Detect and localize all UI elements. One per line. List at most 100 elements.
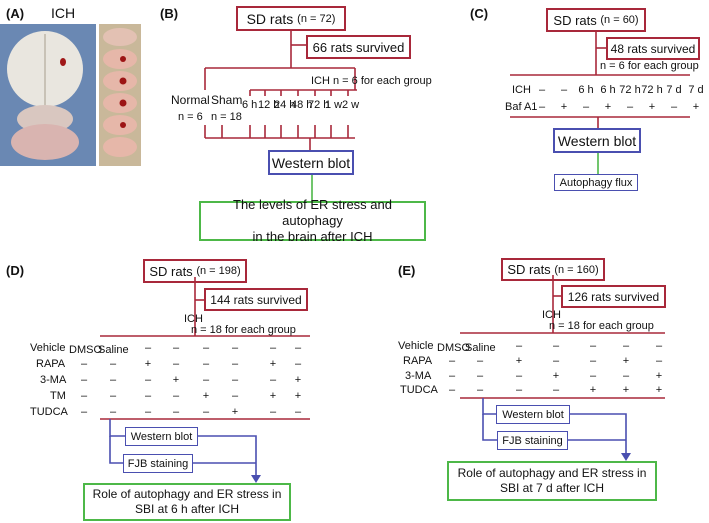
panel-b-label: (B) — [160, 6, 179, 21]
panel-d-rapa-7: + — [269, 358, 277, 370]
panel-c-baf-1: – — [538, 101, 546, 113]
panel-c-row-baf: Baf A1 — [505, 101, 538, 113]
panel-c-survived: 48 rats survived — [610, 41, 696, 56]
panel-d-row-rapa: RAPA — [36, 358, 66, 370]
panel-d-assay2: FJB staining — [127, 457, 189, 470]
panel-c-baf-4: + — [604, 101, 612, 113]
panel-e-result-box: Role of autophagy and ER stress in SBI a… — [447, 461, 657, 501]
panel-e-row-3ma: 3-MA — [405, 370, 432, 382]
panel-d-vehicle-6: – — [231, 342, 239, 354]
panel-c-sd-n: (n = 60) — [600, 14, 639, 26]
panel-e-tudca-1: – — [448, 384, 456, 396]
panel-e-3ma-6: – — [622, 370, 630, 382]
panel-e-rapa-1: – — [448, 355, 456, 367]
panel-d-sd-n: (n = 198) — [196, 265, 241, 277]
panel-d-tm-7: + — [269, 390, 277, 402]
panel-d-rapa-8: – — [294, 358, 302, 370]
panel-d-row-3ma: 3-MA — [40, 374, 67, 386]
panel-d-tudca-5: – — [202, 406, 210, 418]
panel-c-ich-7: 7 d — [666, 84, 682, 96]
panel-d-3ma-4: + — [172, 374, 180, 386]
panel-e-vehicle-1: DMSO — [437, 342, 470, 354]
panel-d-tudca-1: – — [80, 406, 88, 418]
panel-c-ich-5: 72 h — [619, 84, 641, 96]
panel-b-assay: Western blot — [271, 154, 351, 171]
panel-b-sd-rats: SD rats — [246, 10, 294, 27]
panel-e-3ma-7: + — [655, 370, 663, 382]
panel-e-sd-rats: SD rats — [507, 262, 551, 277]
panel-d-result-box: Role of autophagy and ER stress in SBI a… — [83, 483, 291, 521]
panel-d-tm-6: – — [231, 390, 239, 402]
panel-d-tudca-3: – — [144, 406, 152, 418]
panel-d-row-tudca: TUDCA — [30, 406, 68, 418]
panel-b-time-72h: 72 h — [308, 99, 330, 111]
panel-e-vehicle-5: – — [589, 340, 597, 352]
panel-e-tudca-2: – — [476, 384, 484, 396]
panel-e-sd-n: (n = 160) — [554, 263, 599, 276]
panel-e-vehicle-7: – — [655, 340, 663, 352]
panel-b-time-2w: 2 w — [342, 99, 360, 111]
panel-b-result-line1: The levels of ER stress and autophagy — [233, 196, 392, 228]
panel-b-sd-rats-box: SD rats (n = 72) — [236, 6, 346, 31]
panel-d-rapa-6: – — [231, 358, 239, 370]
panel-e-vehicle-2: Saline — [465, 342, 496, 354]
panel-d-tudca-7: – — [269, 406, 277, 418]
panel-e-tudca-3: – — [515, 384, 523, 396]
panel-d-vehicle-8: – — [294, 342, 302, 354]
panel-d-tm-8: + — [294, 390, 302, 402]
panel-d-vehicle-3: – — [144, 342, 152, 354]
panel-d-row-tm: TM — [50, 390, 66, 402]
panel-d-3ma-2: – — [109, 374, 117, 386]
panel-e-vehicle-4: – — [552, 340, 560, 352]
panel-b-time-12h: 12 h — [258, 99, 280, 111]
rat-brain-photo — [0, 24, 96, 166]
panel-d-3ma-5: – — [202, 374, 210, 386]
panel-e-rapa-3: + — [515, 355, 523, 367]
panel-c-baf-8: + — [692, 101, 700, 113]
panel-c-row-ich: ICH — [512, 84, 531, 96]
panel-c-flux: Autophagy flux — [559, 176, 633, 189]
panel-e-western-blot-box: Western blot — [496, 405, 570, 424]
panel-b-sham: Sham — [211, 93, 243, 107]
panel-d-vehicle-5: – — [202, 342, 210, 354]
panel-d-fjb-box: FJB staining — [123, 454, 193, 473]
panel-e-label: (E) — [398, 263, 416, 278]
brain-slices-image — [103, 28, 137, 157]
panel-d-rapa-5: – — [202, 358, 210, 370]
panel-b-survived: 66 rats survived — [312, 39, 405, 55]
panel-a-label: (A) — [6, 6, 25, 21]
panel-e-3ma-5: – — [589, 370, 597, 382]
panel-e-rapa-4: – — [552, 355, 560, 367]
brain-slices-photo — [99, 24, 141, 166]
panel-c-baf-3: – — [582, 101, 590, 113]
panel-c-western-blot-box: Western blot — [553, 128, 641, 153]
panel-d-vehicle-1: DMSO — [69, 344, 102, 356]
panel-d-3ma-8: + — [294, 374, 302, 386]
panel-c-baf-7: – — [670, 101, 678, 113]
panel-d-vehicle-4: – — [172, 342, 180, 354]
panel-e-result-line2: SBI at 7 d after ICH — [499, 481, 605, 495]
panel-e-rapa-2: – — [476, 355, 484, 367]
panel-e-ich: ICH — [542, 309, 561, 321]
panel-d-result-line1: Role of autophagy and ER stress in — [92, 487, 282, 501]
panel-d-result-line2: SBI at 6 h after ICH — [134, 502, 240, 516]
panel-b-sham-n: n = 18 — [211, 111, 242, 123]
panel-c-baf-5: – — [626, 101, 634, 113]
panel-d-rapa-3: + — [144, 358, 152, 370]
panel-b-time-48h: 48 h — [291, 99, 313, 111]
panel-e-tudca-6: + — [622, 384, 630, 396]
panel-b-result-box: The levels of ER stress and autophagy in… — [199, 197, 426, 244]
panel-e-tudca-7: + — [655, 384, 663, 396]
panel-c-baf-2: + — [560, 101, 568, 113]
panel-c-ich-2: – — [560, 84, 568, 96]
panel-e-assay1: Western blot — [502, 408, 564, 421]
panel-d-sd-rats: SD rats — [149, 263, 193, 279]
panel-b-normal-n: n = 6 — [178, 111, 203, 123]
panel-e-vehicle-6: – — [622, 340, 630, 352]
panel-d-vehicle-2: Saline — [98, 344, 129, 356]
panel-c-note: n = 6 for each group — [600, 60, 699, 72]
panel-e-fjb-box: FJB staining — [497, 431, 568, 450]
panel-d-rapa-1: – — [80, 358, 88, 370]
panel-c-assay: Western blot — [557, 132, 637, 149]
